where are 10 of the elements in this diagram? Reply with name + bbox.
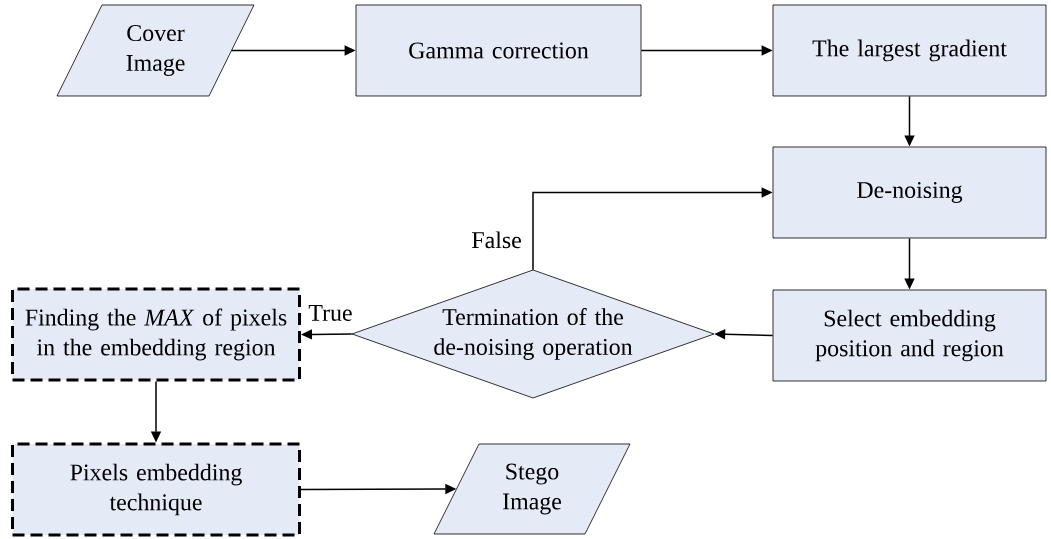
process-box: Gamma correction [355, 4, 642, 97]
process-box: De-noising [772, 146, 1047, 239]
process-box: Pixels embedding technique [11, 442, 301, 537]
edge-label: False [470, 230, 523, 250]
process-box: Finding the MAX of pixels in the embedding region [11, 287, 301, 382]
output-parallelogram: Stego Image [433, 443, 631, 535]
edge-label: True [307, 304, 354, 322]
process-box: The largest gradient [772, 4, 1047, 97]
input-parallelogram: Cover Image [56, 4, 255, 97]
process-box: Select embedding position and region [772, 289, 1047, 382]
